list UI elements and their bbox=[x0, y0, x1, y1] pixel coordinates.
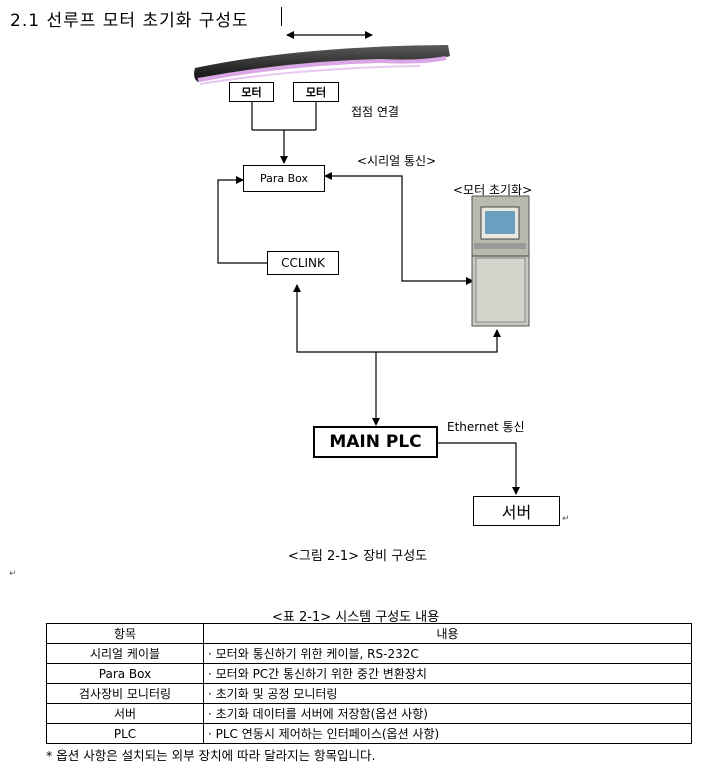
server-box: 서버 bbox=[473, 496, 560, 526]
header-item: 항목 bbox=[46, 623, 204, 644]
system-component-table: 항목 내용 시리얼 케이블 · 모터와 통신하기 위한 케이블, RS-232C… bbox=[46, 623, 692, 744]
page-title: 2.1 선루프 모터 초기화 구성도 bbox=[10, 11, 249, 31]
row-content: · 초기화 및 공정 모니터링 bbox=[203, 683, 692, 704]
table-row: 서버 · 초기화 데이터를 서버에 저장함(옵션 사항) bbox=[46, 703, 692, 724]
row-content: · 초기화 데이터를 서버에 저장함(옵션 사항) bbox=[203, 703, 692, 724]
text-cursor bbox=[281, 7, 282, 26]
table-row: 시리얼 케이블 · 모터와 통신하기 위한 케이블, RS-232C bbox=[46, 643, 692, 664]
row-content: · 모터와 통신하기 위한 케이블, RS-232C bbox=[203, 643, 692, 664]
row-item: 검사장비 모니터링 bbox=[46, 683, 204, 704]
motor-right-box: 모터 bbox=[293, 82, 339, 102]
ethernet-comm-label: Ethernet 통신 bbox=[447, 420, 525, 434]
row-item: PLC bbox=[46, 723, 204, 744]
paragraph-mark: ↵ bbox=[562, 514, 570, 524]
header-content: 내용 bbox=[203, 623, 692, 644]
motor-init-label: <모터 초기화> bbox=[453, 183, 533, 197]
row-item: 서버 bbox=[46, 703, 204, 724]
table-row: Para Box · 모터와 PC간 통신하기 위한 중간 변환장치 bbox=[46, 663, 692, 684]
motor-initializer-cabinet-image bbox=[471, 195, 530, 327]
row-item: Para Box bbox=[46, 663, 204, 684]
figure-caption: <그림 2-1> 장비 구성도 bbox=[288, 549, 428, 564]
cclink-bus-line bbox=[293, 284, 501, 353]
cclink-box: CCLINK bbox=[267, 251, 339, 275]
motor-left-box: 모터 bbox=[229, 82, 274, 102]
table-header-row: 항목 내용 bbox=[46, 623, 692, 644]
table-caption: <표 2-1> 시스템 구성도 내용 bbox=[272, 610, 440, 625]
paragraph-mark: ↵ bbox=[9, 569, 17, 579]
para-box: Para Box bbox=[243, 165, 325, 192]
serial-link-arrow bbox=[324, 172, 474, 285]
system-diagram bbox=[194, 31, 530, 495]
main-plc-box: MAIN PLC bbox=[313, 426, 438, 458]
row-item: 시리얼 케이블 bbox=[46, 643, 204, 664]
row-content: · 모터와 PC간 통신하기 위한 중간 변환장치 bbox=[203, 663, 692, 684]
footnote: * 옵션 사항은 설치되는 외부 장치에 따라 달라지는 항목입니다. bbox=[46, 748, 376, 763]
contact-connection-label: 접점 연결 bbox=[351, 105, 399, 119]
sunroof-panel-image bbox=[194, 45, 450, 85]
table-row: 검사장비 모니터링 · 초기화 및 공정 모니터링 bbox=[46, 683, 692, 704]
serial-comm-label: <시리얼 통신> bbox=[357, 154, 437, 168]
table-row: PLC · PLC 연동시 제어하는 인터페이스(옵션 사항) bbox=[46, 723, 692, 744]
plc-to-server-arrow bbox=[438, 442, 520, 495]
row-content: · PLC 연동시 제어하는 인터페이스(옵션 사항) bbox=[203, 723, 692, 744]
cclink-to-parabox-arrow bbox=[217, 176, 267, 264]
